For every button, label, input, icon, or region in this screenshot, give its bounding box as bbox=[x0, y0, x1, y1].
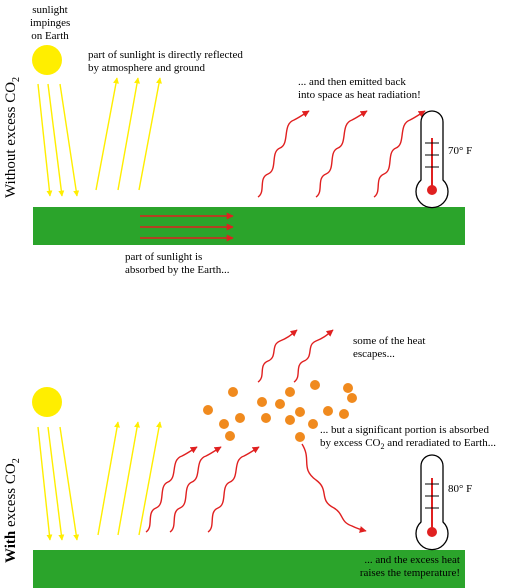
reflected-sunlight-bottom bbox=[97, 421, 162, 536]
absorbed-label-line: part of sunlight is bbox=[125, 251, 203, 263]
raises-label-line: raises the temperature! bbox=[359, 567, 460, 579]
emitted-label: ... and then emitted back into space as … bbox=[298, 76, 421, 102]
sun-icon bbox=[32, 387, 62, 417]
escapes-label-line: some of the heat bbox=[353, 335, 426, 347]
sun-label-top: sunlight impinges on Earth bbox=[30, 4, 70, 43]
sun-label-line: on Earth bbox=[31, 30, 69, 42]
heat-radiation-bottom bbox=[145, 329, 367, 533]
incoming-sunlight-bottom bbox=[37, 426, 80, 541]
emitted-label-line: into space as heat radiation! bbox=[298, 89, 421, 101]
co2-absorbed-label: ... but a significant portion is absorbe… bbox=[320, 424, 496, 453]
reflected-label: part of sunlight is directly reflected b… bbox=[88, 49, 243, 75]
co2-absorbed-line: by excess CO2 and reradiated to Earth... bbox=[320, 437, 496, 452]
side-label-bottom: With excess CO2 bbox=[3, 458, 22, 563]
escapes-label: some of the heat escapes... bbox=[353, 335, 425, 361]
emitted-label-line: ... and then emitted back bbox=[298, 76, 406, 88]
reflected-sunlight-top bbox=[95, 77, 162, 191]
heat-radiation-top bbox=[257, 110, 426, 198]
absorbed-label: part of sunlight is absorbed by the Eart… bbox=[125, 251, 229, 277]
incoming-sunlight-top bbox=[37, 83, 80, 197]
side-label-top: Without excess CO2 bbox=[3, 76, 22, 198]
escapes-label-line: escapes... bbox=[353, 348, 395, 360]
absorbed-arrows-top bbox=[140, 212, 234, 242]
sun-label-line: sunlight bbox=[32, 4, 68, 16]
co2-molecules bbox=[203, 380, 357, 442]
temperature-bottom: 80° F bbox=[448, 483, 473, 495]
thermometer-icon bbox=[415, 110, 449, 209]
sun-label-line: impinges bbox=[30, 17, 71, 29]
co2-absorbed-line: ... but a significant portion is absorbe… bbox=[320, 424, 489, 436]
sun-icon bbox=[32, 45, 62, 75]
raises-label-line: ... and the excess heat bbox=[364, 554, 460, 566]
absorbed-label-line: absorbed by the Earth... bbox=[125, 264, 230, 276]
reflected-label-line: part of sunlight is directly reflected bbox=[88, 49, 243, 61]
ground-bottom bbox=[33, 550, 465, 588]
reflected-label-line: by atmosphere and ground bbox=[88, 62, 205, 74]
raises-label: ... and the excess heat raises the tempe… bbox=[350, 554, 460, 580]
thermometer-icon bbox=[415, 454, 449, 551]
ground-top bbox=[33, 207, 465, 245]
temperature-top: 70° F bbox=[448, 145, 473, 157]
